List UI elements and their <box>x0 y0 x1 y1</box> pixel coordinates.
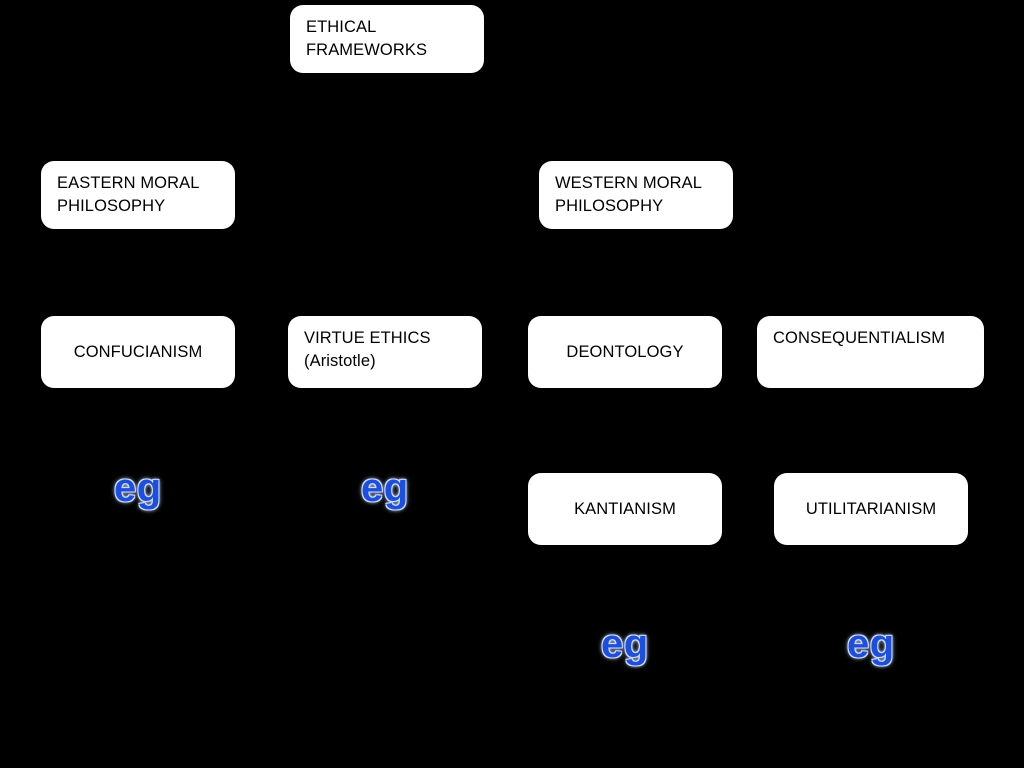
node-label-western-moral-philosophy: WESTERN MORAL PHILOSOPHY <box>555 174 703 215</box>
node-label-kantianism: KANTIANISM <box>574 499 676 518</box>
eg-kantianism-label: eg <box>601 622 649 666</box>
node-confucianism[interactable]: CONFUCIANISM <box>41 316 235 388</box>
node-label-virtue-ethics: VIRTUE ETHICS (Aristotle) <box>304 329 431 370</box>
node-label-ethical-frameworks: ETHICAL FRAMEWORKS <box>306 18 428 59</box>
node-label-deontology: DEONTOLOGY <box>566 342 684 361</box>
node-label-eastern-moral-philosophy: EASTERN MORAL PHILOSOPHY <box>57 174 200 215</box>
node-deontology[interactable]: DEONTOLOGY <box>528 316 722 388</box>
node-label-consequentialism: CONSEQUENTIALISM <box>773 329 946 347</box>
node-ethical-frameworks[interactable]: ETHICAL FRAMEWORKS <box>290 5 484 73</box>
eg-confucianism-label: eg <box>114 466 162 510</box>
node-label-utilitarianism: UTILITARIANISM <box>805 499 937 518</box>
node-eastern-moral-philosophy[interactable]: EASTERN MORAL PHILOSOPHY <box>41 161 235 229</box>
node-consequentialism[interactable]: CONSEQUENTIALISM <box>757 316 984 388</box>
node-kantianism[interactable]: KANTIANISM <box>528 473 722 545</box>
eg-virtue-ethics-label: eg <box>361 466 409 510</box>
node-utilitarianism[interactable]: UTILITARIANISM <box>774 473 968 545</box>
eg-utilitarianism-label: eg <box>847 622 895 666</box>
node-western-moral-philosophy[interactable]: WESTERN MORAL PHILOSOPHY <box>539 161 733 229</box>
node-label-confucianism: CONFUCIANISM <box>73 342 203 361</box>
node-virtue-ethics[interactable]: VIRTUE ETHICS (Aristotle) <box>288 316 482 388</box>
